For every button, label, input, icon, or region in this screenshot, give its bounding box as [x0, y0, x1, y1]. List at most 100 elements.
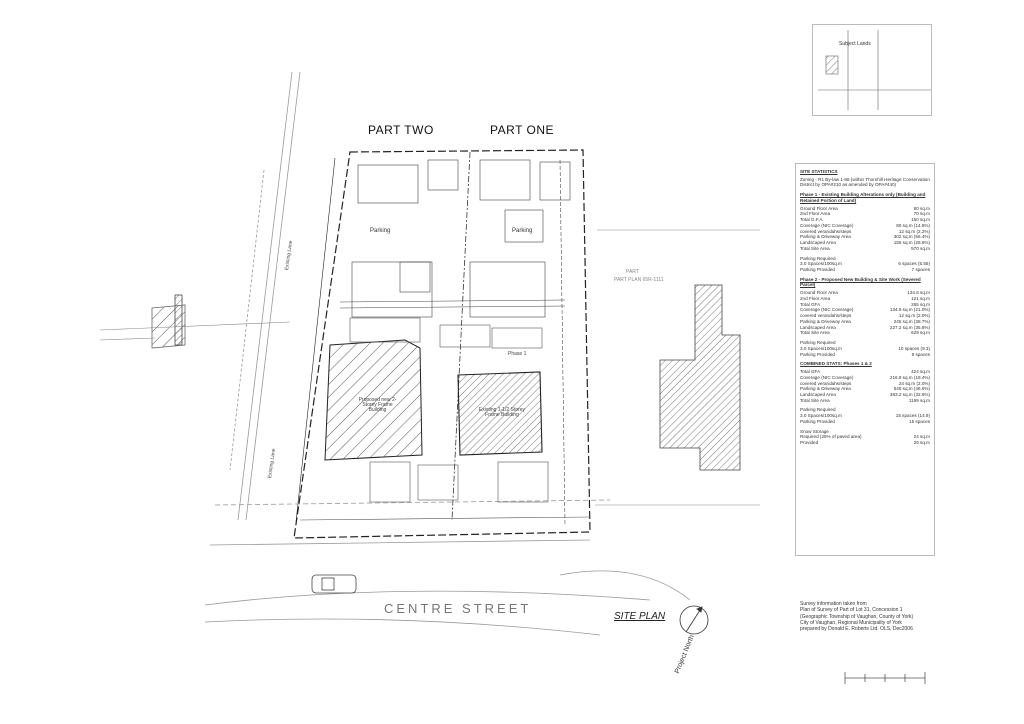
stats-row-label: Coverage (NIC Coverage) — [800, 374, 854, 380]
stats-row-label: 3.0 Spaces/100sq.m — [800, 261, 842, 267]
key-plan: Subject Lands — [812, 24, 932, 116]
survey-line: (Geographic Township of Vaughan, County … — [800, 613, 914, 620]
stats-row: Ground Floor Area 80 sq.m — [800, 206, 930, 212]
stats-row-value: 227.2 sq.m (35.8%) — [889, 324, 930, 330]
key-plan-lines — [818, 30, 932, 110]
stats-row-label: Landscaped Area — [800, 240, 836, 246]
survey-note: Survey information taken from Plan of Su… — [800, 601, 934, 632]
stats-row-value: 302 sq.m (56.4%) — [893, 234, 930, 240]
stats-row-label: Ground Floor Area — [800, 205, 838, 211]
front-structures — [299, 317, 591, 521]
stats-row-value: 629 sq.m — [911, 330, 930, 336]
stats-row: Parking Required — [800, 256, 930, 262]
existing-building — [457, 371, 543, 456]
stats-row-label: Coverage (NIC Coverage) — [800, 307, 854, 313]
stats-row-label: covered verandahs/steps — [800, 228, 852, 234]
stats-row-label: Required (25% of paved area) — [800, 434, 862, 440]
site-plan-title: SITE PLAN — [614, 611, 666, 622]
stats-row: Parking Provided 15 spaces — [800, 419, 930, 425]
proposed-building — [324, 339, 423, 461]
stats-row-value: 548 sq.m (46.6%) — [893, 386, 930, 392]
part-label: PART — [626, 269, 639, 275]
stats-row-value: 245 sq.m (38.7%) — [893, 318, 930, 324]
rear-structures — [339, 159, 571, 318]
stats-row: Landscaped Area 383.2 sq.m (32.6%) — [800, 392, 930, 398]
stats-row-label: covered verandahs/steps — [800, 313, 852, 319]
stats-row-value: 7 spaces — [911, 267, 930, 273]
stats-row-label: Parking Required — [800, 340, 836, 346]
stats-row: Coverage (NIC Coverage) 216.9 sq.m (18.4%… — [800, 375, 930, 381]
stats-row-value: 15 spaces (14.9) — [895, 413, 930, 419]
stats-row: 3.0 Spaces/100sq.m 6 spaces (5.55) — [800, 261, 930, 267]
part-division-line — [451, 151, 471, 521]
existing-lane — [229, 71, 301, 521]
stats-row: covered verandahs/steps 24 sq.m (2.0%) — [800, 381, 930, 387]
stats-title: SITE STATISTICS — [800, 169, 838, 174]
stats-row-value: 216.9 sq.m (18.4%) — [889, 374, 930, 380]
site-statistics-panel: SITE STATISTICS Zoning - R1 By-law 1-88 … — [795, 163, 935, 556]
phase1-title: Phase 1 - Existing Building Alterations … — [800, 192, 926, 203]
stats-row-value: 383.2 sq.m (32.6%) — [889, 391, 930, 397]
existing-building-label: Existing 1-1/2 Storey Frame Building — [478, 407, 526, 418]
stats-row-label: covered verandahs/steps — [800, 380, 852, 386]
stats-row-value: 24 sq.m — [913, 434, 930, 440]
stats-row: Parking & Driveway Area 302 sq.m (56.4%) — [800, 234, 930, 240]
stats-row-label: Landscaped Area — [800, 391, 836, 397]
stats-row-value: 70 sq.m — [913, 211, 930, 217]
neighbour-buildings — [151, 284, 741, 471]
survey-line: prepared by Donald E. Roberts Ltd. OLS, … — [800, 626, 913, 632]
stats-row-value: 80 sq.m — [913, 205, 930, 211]
stats-row-label: Total Site Area — [800, 397, 830, 403]
stats-row-value: 134.6 sq.m (21.0%) — [889, 307, 930, 313]
stats-row-label: Total G.F.A. — [800, 217, 824, 223]
stats-row: Coverage (NIC Coverage) 80 sq.m (14.8%) — [800, 223, 930, 229]
stats-row-label: Parking Provided — [800, 418, 835, 424]
stats-row-label: Total Site Area — [800, 245, 830, 251]
stats-row-value: 570 sq.m — [911, 245, 930, 251]
stats-row-value: 80 sq.m (14.8%) — [896, 222, 930, 228]
stats-row-label: Parking & Driveway Area — [800, 234, 851, 240]
phase1-label: Phase 1 — [508, 351, 527, 357]
combined-title: COMBINED STATS: Phases 1 & 2 — [800, 361, 872, 367]
survey-line: Survey information taken from — [800, 601, 867, 607]
phase2-title: Phase 2 - Proposed New Building & Site W… — [800, 276, 921, 288]
stats-row-label: Provided — [800, 440, 819, 446]
stats-row-value: 24 sq.m (2.0%) — [898, 380, 930, 386]
parking-label-right: Parking — [512, 228, 533, 234]
stats-row-label: 3.0 Spaces/100sq.m — [800, 345, 842, 351]
stats-row-value: 15 spaces — [909, 418, 930, 424]
zoning-text: Zoning - R1 By-law 1-88 (within Thornhil… — [800, 176, 930, 188]
stats-row-value: 121 sq.m — [911, 295, 930, 301]
street-lines — [204, 499, 691, 636]
stats-row-value: 12 sq.m (2.0%) — [898, 313, 930, 319]
parking-label-left: Parking — [370, 228, 391, 234]
property-boundary — [293, 149, 591, 539]
stats-row: Total Site Area 570 sq.m — [800, 246, 930, 252]
stats-row-value: 155 sq.m (28.6%) — [893, 240, 930, 246]
stats-row-label: Parking Required — [800, 255, 836, 261]
stats-row: Coverage (NIC Coverage) 134.6 sq.m (21.0%… — [800, 307, 930, 313]
stats-row-label: Coverage (NIC Coverage) — [800, 222, 854, 228]
stats-row-label: Total GFA — [800, 369, 821, 375]
car-icon — [311, 574, 357, 594]
stats-row-label: Parking Provided — [800, 351, 835, 357]
scale-bar — [844, 672, 926, 684]
stats-row-value: 6 spaces (5.55) — [898, 261, 930, 267]
